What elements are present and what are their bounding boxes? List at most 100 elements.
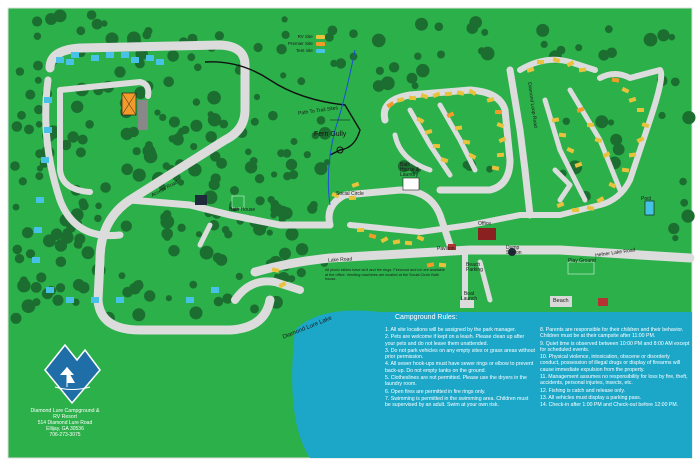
- tree-icon: [536, 23, 550, 37]
- tree-icon: [607, 119, 615, 126]
- tree-icon: [105, 32, 119, 46]
- upper-loop-inner: [407, 107, 453, 178]
- lake-road-lower: [231, 277, 304, 304]
- rules-right-column: 8. Parents are responsible for their chi…: [540, 327, 690, 410]
- tree-icon: [253, 42, 263, 53]
- tree-icon: [219, 119, 229, 129]
- tree-icon: [307, 203, 318, 214]
- tree-icon: [480, 46, 495, 61]
- tent-site-marker: [36, 197, 44, 203]
- rv-site-marker: [438, 262, 447, 268]
- rv-site-marker: [596, 196, 605, 204]
- rv-site-marker: [446, 111, 455, 119]
- tree-icon: [21, 299, 36, 313]
- rules-title: Campground Rules:: [395, 314, 458, 321]
- office-building: [478, 228, 496, 240]
- boat-launch-dock: [460, 300, 474, 308]
- rv-site-marker: [628, 96, 637, 103]
- tree-icon: [280, 207, 293, 220]
- rv-site-marker: [578, 67, 587, 73]
- tree-icon: [35, 121, 43, 128]
- tree-icon: [207, 111, 214, 118]
- tree-icon: [188, 163, 202, 177]
- tree-icon: [35, 172, 44, 181]
- trail-path: [204, 61, 361, 156]
- tent-site-marker: [146, 55, 154, 61]
- tent-site-marker: [71, 52, 79, 58]
- tree-icon: [177, 179, 185, 186]
- tent-site-marker: [56, 57, 64, 63]
- tree-icon: [303, 151, 311, 159]
- tree-icon: [134, 86, 147, 99]
- rv-site-marker: [404, 240, 413, 246]
- tree-icon: [672, 235, 679, 242]
- resort-address: 514 Diamond Lure Road: [37, 420, 93, 426]
- rv-site-marker: [348, 195, 357, 201]
- tree-icon: [15, 67, 25, 76]
- tree-icon: [52, 294, 64, 306]
- beach-parking-label: Beach Parking: [466, 262, 483, 273]
- tree-icon: [213, 296, 224, 307]
- tree-icon: [36, 272, 47, 283]
- tree-icon: [406, 72, 418, 84]
- tree-icon: [143, 149, 158, 164]
- tree-icon: [77, 134, 88, 145]
- tree-icon: [100, 182, 111, 193]
- rule-item: 7. Swimming is permitted in the swimming…: [385, 395, 529, 409]
- tree-icon: [18, 177, 27, 186]
- legend-tent-swatch: [315, 48, 325, 53]
- tree-icon: [160, 215, 175, 229]
- tree-icon: [612, 143, 625, 156]
- tree-icon: [281, 16, 288, 23]
- east-spur: [552, 167, 573, 203]
- rv-site-marker: [456, 90, 465, 96]
- bath-house-east: [598, 298, 608, 306]
- rv-site-marker: [416, 234, 425, 242]
- tree-icon: [12, 244, 23, 255]
- rv-site-marker: [416, 116, 425, 124]
- tree-icon: [72, 298, 80, 306]
- rv-site-marker: [444, 91, 453, 97]
- resort-info: Diamond Lure Campground & RV Resort 514 …: [30, 408, 100, 438]
- tree-icon: [297, 77, 306, 86]
- rv-site-marker: [380, 236, 389, 244]
- legend-rv-swatch: [315, 34, 325, 39]
- tree-icon: [91, 18, 103, 30]
- rv-site-marker: [611, 77, 620, 83]
- tree-icon: [562, 117, 570, 126]
- tree-icon: [575, 44, 583, 52]
- tree-icon: [190, 119, 203, 132]
- tree-icon: [610, 133, 623, 146]
- tree-icon: [210, 151, 221, 162]
- tree-icon: [222, 293, 233, 304]
- tent-site-marker: [106, 52, 114, 58]
- tree-icon: [327, 25, 338, 36]
- east-loop-left: [542, 97, 588, 203]
- tree-icon: [199, 245, 214, 260]
- rv-site-marker: [621, 86, 630, 94]
- tree-icon: [556, 45, 566, 55]
- tree-icon: [481, 28, 489, 36]
- inner-loop-road: [42, 76, 124, 240]
- tree-icon: [595, 115, 609, 129]
- tree-icon: [604, 25, 613, 34]
- tree-icon: [235, 272, 243, 280]
- east-loop: [597, 67, 665, 208]
- rule-item: 13. All vehicles must display a parking …: [540, 394, 642, 401]
- legend-rv-label: RV Site: [297, 34, 313, 39]
- rv-site-marker: [637, 108, 644, 112]
- fern-gully-label: Fern Gully: [314, 131, 347, 138]
- tree-icon: [230, 186, 239, 195]
- rv-site-marker: [526, 66, 535, 73]
- tent-site-marker: [41, 157, 49, 163]
- tree-icon: [159, 113, 167, 121]
- tree-icon: [81, 246, 95, 260]
- diamond-loop-road: [506, 66, 534, 219]
- tree-icon: [189, 280, 198, 289]
- rv-site-marker: [621, 167, 630, 173]
- tree-icon: [31, 16, 43, 27]
- tree-icon: [32, 298, 41, 307]
- tree-icon: [114, 66, 126, 78]
- tree-icon: [94, 214, 102, 223]
